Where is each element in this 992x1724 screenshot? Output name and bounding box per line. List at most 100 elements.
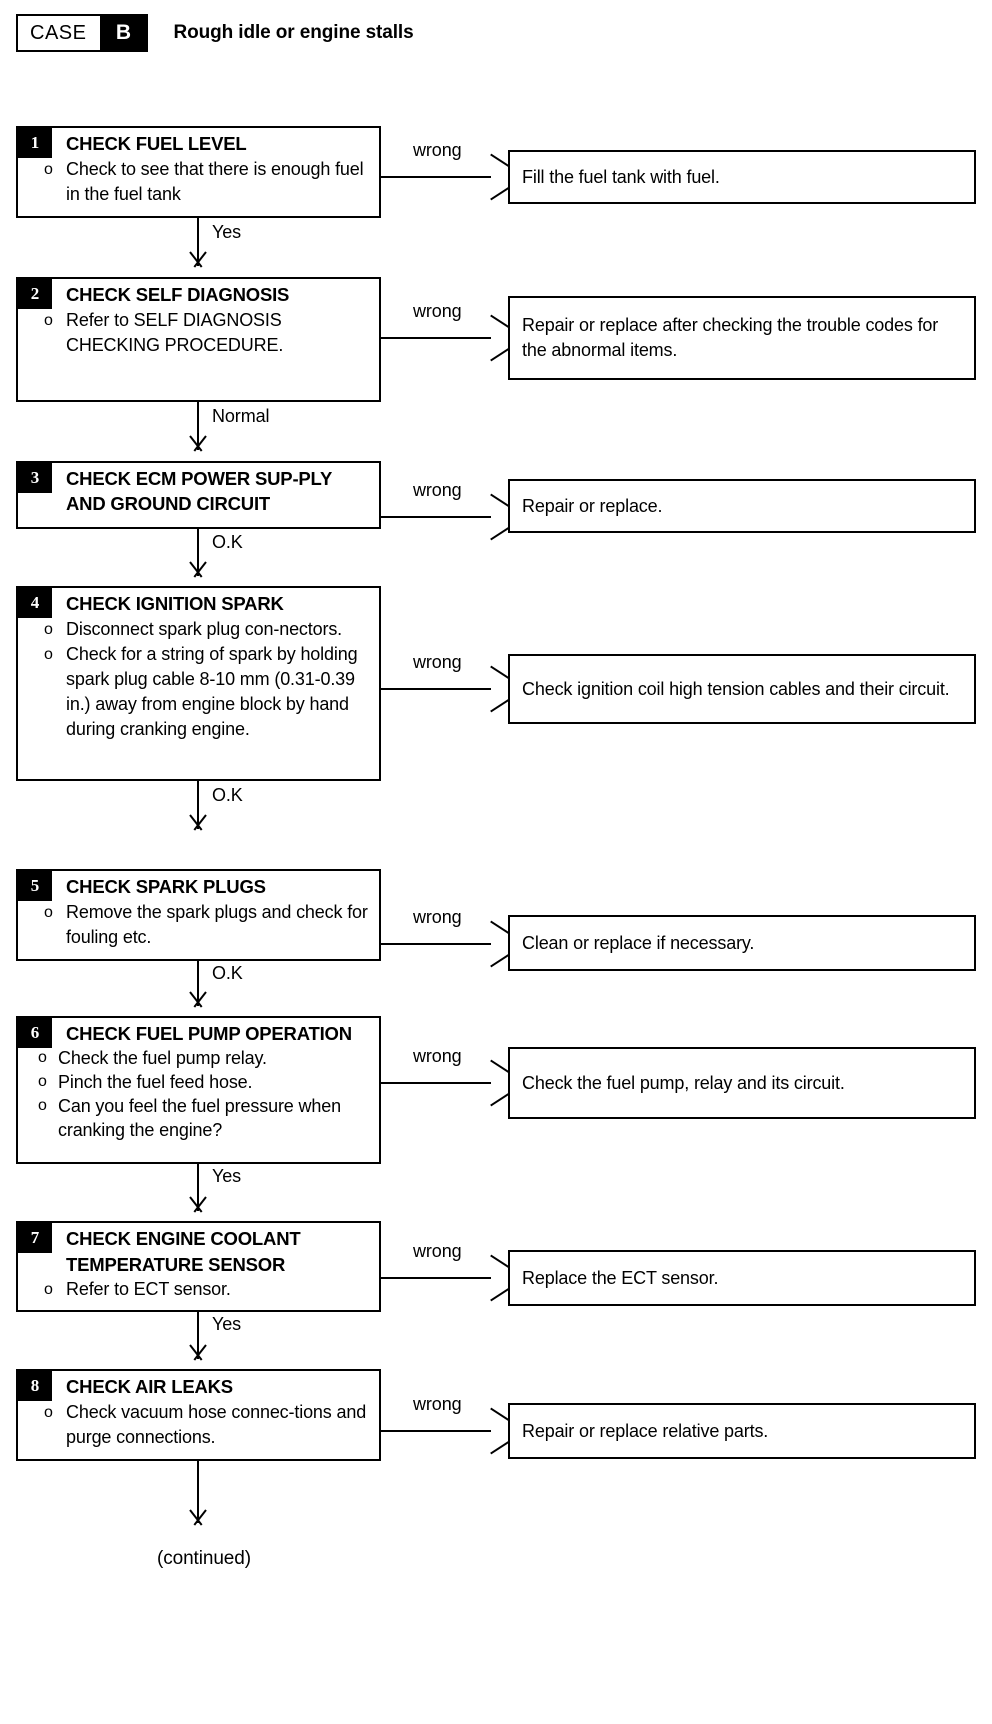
- bullet-item: o Can you feel the fuel pressure when cra…: [18, 1094, 379, 1142]
- case-title: Rough idle or engine stalls: [173, 22, 414, 43]
- step-number-5: 5: [18, 871, 52, 901]
- bullet-text: Refer to ECT sensor.: [66, 1279, 231, 1299]
- bullet-marker: o: [44, 312, 53, 329]
- step-number-4: 4: [18, 588, 52, 618]
- bullet-text: Check the fuel pump relay.: [58, 1048, 267, 1068]
- bullet-item: o Refer to SELF DIAGNOSIS CHECKING PROCED…: [18, 308, 379, 358]
- bullet-item: o Check the fuel pump relay.: [18, 1046, 379, 1070]
- flow-label-7: Yes: [212, 1314, 242, 1334]
- bullet-text: Check vacuum hose connec-tions and purge…: [66, 1402, 367, 1447]
- branch-line-1: [381, 176, 491, 178]
- flow-label-5: O.K: [212, 963, 243, 983]
- bullet-text: Can you feel the fuel pressure when cran…: [58, 1096, 341, 1140]
- step-title-4: CHECK IGNITION SPARK: [66, 593, 284, 614]
- flow-line-7: [197, 1312, 199, 1359]
- branch-arrow-5: [487, 932, 507, 956]
- result-box-7: Replace the ECT sensor.: [508, 1250, 976, 1306]
- bullet-marker: o: [44, 161, 53, 178]
- branch-label-5: wrong: [413, 907, 462, 927]
- branch-line-3: [381, 516, 491, 518]
- bullet-marker: o: [44, 1404, 53, 1421]
- bullet-text: Refer to SELF DIAGNOSIS CHECKING PROCEDU…: [66, 310, 284, 355]
- branch-arrow-4: [487, 677, 507, 701]
- result-text-1: Fill the fuel tank with fuel.: [522, 166, 720, 187]
- case-header: CASE B Rough idle or engine stalls: [16, 14, 414, 52]
- flow-line-2: [197, 402, 199, 450]
- flow-line-3: [197, 529, 199, 576]
- branch-line-4: [381, 688, 491, 690]
- flow-arrow-1: [187, 252, 209, 268]
- step-bullets-2: o Refer to SELF DIAGNOSIS CHECKING PROCED…: [18, 308, 379, 358]
- result-box-3: Repair or replace.: [508, 479, 976, 533]
- result-text-4: Check ignition coil high tension cables …: [522, 678, 950, 699]
- step-number-1: 1: [18, 128, 52, 158]
- step-box-5: 5 CHECK SPARK PLUGS o Remove the spark pl…: [16, 869, 381, 961]
- continued-label: (continued): [157, 1548, 251, 1569]
- bullet-item: o Remove the spark plugs and check for fo…: [18, 900, 379, 950]
- result-box-8: Repair or replace relative parts.: [508, 1403, 976, 1459]
- flow-label-6: Yes: [212, 1166, 242, 1186]
- flow-arrow-5: [187, 992, 209, 1008]
- bullet-marker: o: [38, 1049, 47, 1066]
- case-chip: CASE B: [16, 14, 149, 52]
- result-text-6: Check the fuel pump, relay and its circu…: [522, 1072, 845, 1093]
- step-title-5: CHECK SPARK PLUGS: [66, 876, 266, 897]
- step-title-3: CHECK ECM POWER SUP-PLY AND GROUND CIRCU…: [66, 468, 332, 514]
- flow-arrow-6: [187, 1197, 209, 1213]
- flow-line-8: [197, 1461, 199, 1523]
- bullet-marker: o: [44, 1281, 53, 1298]
- result-text-7: Replace the ECT sensor.: [522, 1267, 719, 1288]
- branch-arrow-2: [487, 326, 507, 350]
- flow-line-6: [197, 1164, 199, 1211]
- result-box-6: Check the fuel pump, relay and its circu…: [508, 1047, 976, 1119]
- result-text-3: Repair or replace.: [522, 495, 663, 516]
- step-number-2: 2: [18, 279, 52, 309]
- flow-arrow-2: [187, 436, 209, 452]
- flow-label-2: Normal: [212, 406, 270, 426]
- branch-label-3: wrong: [413, 480, 462, 500]
- flow-line-1: [197, 218, 199, 266]
- step-bullets-7: o Refer to ECT sensor.: [18, 1277, 379, 1302]
- step-number-6: 6: [18, 1018, 52, 1048]
- step-bullets-8: o Check vacuum hose connec-tions and purg…: [18, 1400, 379, 1450]
- bullet-text: Pinch the fuel feed hose.: [58, 1072, 253, 1092]
- result-text-8: Repair or replace relative parts.: [522, 1420, 769, 1441]
- case-letter-badge: B: [100, 16, 147, 50]
- step-box-6: 6 CHECK FUEL PUMP OPERATION o Check the f…: [16, 1016, 381, 1164]
- branch-arrow-8: [487, 1419, 507, 1443]
- result-box-1: Fill the fuel tank with fuel.: [508, 150, 976, 204]
- flow-arrow-3: [187, 562, 209, 578]
- bullet-marker: o: [44, 904, 53, 921]
- branch-arrow-1: [487, 165, 507, 189]
- step-box-3: 3 CHECK ECM POWER SUP-PLY AND GROUND CIR…: [16, 461, 381, 529]
- branch-arrow-7: [487, 1266, 507, 1290]
- step-box-7: 7 CHECK ENGINE COOLANT TEMPERATURE SENSO…: [16, 1221, 381, 1312]
- result-box-4: Check ignition coil high tension cables …: [508, 654, 976, 724]
- flow-arrow-8: [187, 1510, 209, 1526]
- branch-label-6: wrong: [413, 1046, 462, 1066]
- result-box-5: Clean or replace if necessary.: [508, 915, 976, 971]
- branch-line-2: [381, 337, 491, 339]
- branch-label-7: wrong: [413, 1241, 462, 1261]
- bullet-text: Remove the spark plugs and check for fou…: [66, 902, 368, 947]
- step-title-6: CHECK FUEL PUMP OPERATION: [66, 1023, 352, 1044]
- branch-arrow-3: [487, 505, 507, 529]
- bullet-text: Check for a string of spark by holding s…: [66, 644, 358, 739]
- bullet-marker: o: [38, 1097, 47, 1114]
- branch-label-8: wrong: [413, 1394, 462, 1414]
- bullet-text: Disconnect spark plug con-nectors.: [66, 619, 343, 639]
- branch-line-5: [381, 943, 491, 945]
- branch-label-4: wrong: [413, 652, 462, 672]
